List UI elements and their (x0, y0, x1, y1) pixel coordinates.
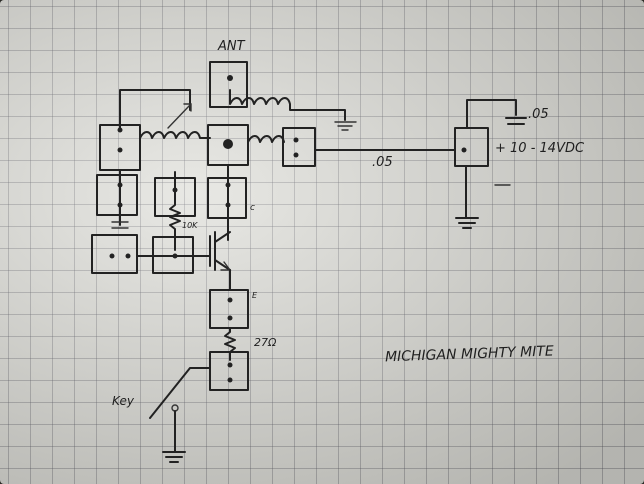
bias-resistor-value: 10K (182, 221, 198, 230)
key-switch-lever (149, 367, 211, 419)
circuit-title: MICHIGAN MIGHTY MITE (385, 343, 554, 365)
emitter-resistor-value: 27Ω (254, 336, 277, 349)
antenna-pad (209, 61, 248, 108)
bias-resistor (169, 171, 181, 251)
crystal-symbol (111, 221, 129, 229)
tuning-loop (119, 89, 191, 131)
bypass-capacitor (466, 99, 527, 129)
emitter-label: E (252, 291, 258, 300)
antenna-coupling-coil (229, 89, 346, 121)
cap-value-bias: .05 (372, 155, 393, 170)
key-label: Key (112, 394, 135, 408)
pad-emitter (209, 289, 249, 329)
supply-voltage-label: + 10 - 14VDC (495, 141, 585, 156)
pad-key (209, 351, 249, 391)
pad-left-bottom (91, 234, 138, 274)
tank-coil (139, 131, 211, 139)
transistor-symbol (209, 231, 231, 271)
ground-symbol-supply (455, 165, 479, 229)
ground-symbol-antenna (334, 121, 357, 131)
cap-value-supply: .05 (528, 107, 549, 122)
ground-symbol-key (162, 410, 186, 463)
collector-label: c (250, 203, 255, 213)
antenna-label: ANT (217, 39, 246, 54)
pad-left-mid (96, 174, 138, 216)
pad-right-top (282, 127, 316, 167)
emitter-resistor (224, 327, 236, 361)
pad-supply (454, 127, 489, 167)
variable-capacitor-arrow (167, 104, 191, 129)
